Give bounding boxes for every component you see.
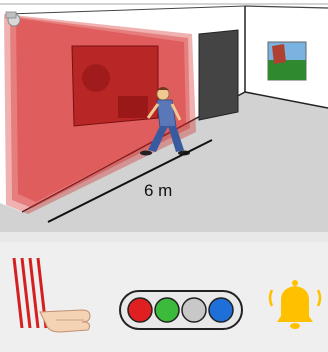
light-blue: [209, 298, 233, 322]
light-green: [155, 298, 179, 322]
person-shoe-left: [140, 151, 152, 156]
painting-detail: [82, 64, 110, 92]
light-gray: [182, 298, 206, 322]
painting-field: [268, 60, 306, 80]
status-lights-icon: [120, 291, 242, 329]
distance-label: 6 m: [144, 181, 172, 200]
painting-building: [118, 96, 148, 118]
light-red: [128, 298, 152, 322]
painting-windmill: [272, 44, 286, 64]
floor-front: [0, 232, 328, 242]
door: [199, 30, 238, 120]
